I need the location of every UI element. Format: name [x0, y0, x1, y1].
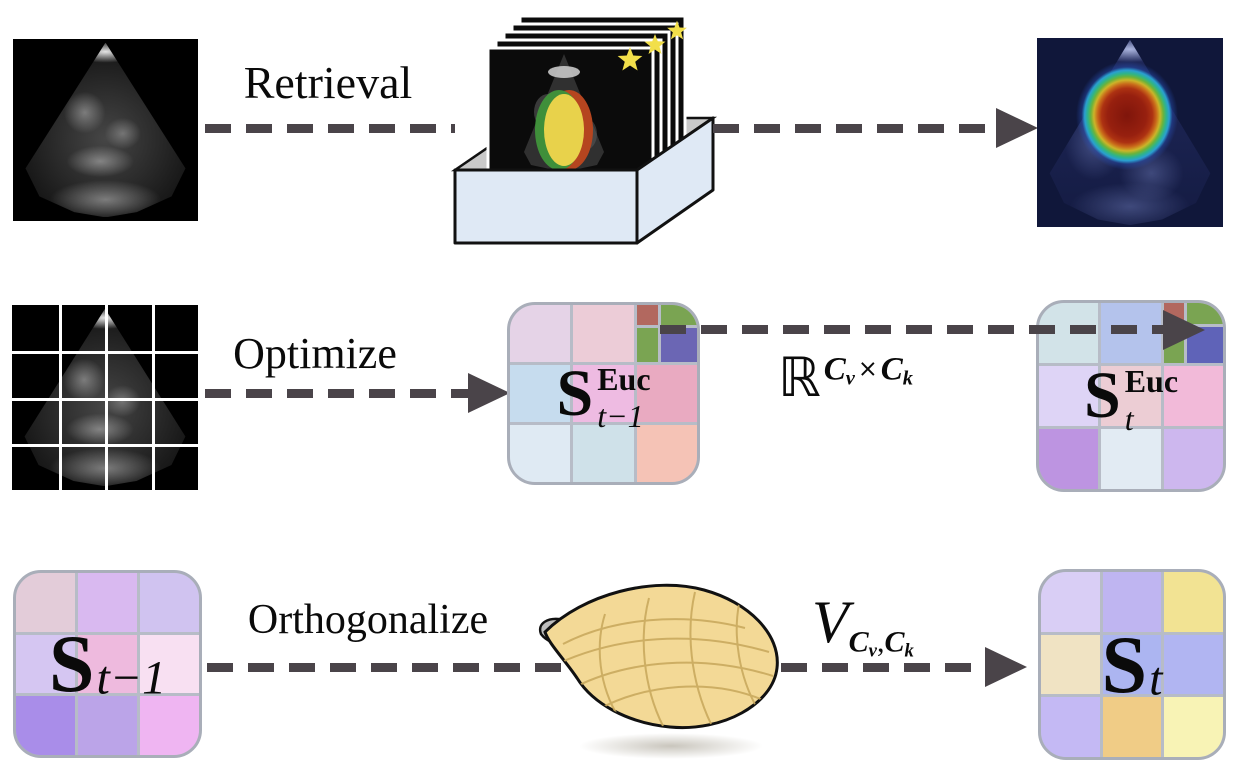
ultrasound-cone	[25, 42, 186, 218]
matrix-cell	[1164, 572, 1223, 632]
retrieved-heatmap-image	[1037, 38, 1223, 227]
retrieval-arrow-left-segment	[205, 124, 455, 133]
matrix-cell	[16, 573, 75, 632]
matrix-cell	[1041, 634, 1100, 695]
orthogonalize-label: Orthogonalize	[247, 597, 489, 643]
query-echocardiogram-image	[13, 39, 198, 221]
matrix-cell	[78, 573, 137, 632]
matrix-cell	[1164, 634, 1223, 695]
retrieval-arrowhead	[996, 108, 1038, 148]
matrix-cell	[1039, 366, 1099, 426]
grid-line	[12, 351, 198, 355]
box-right-face	[635, 116, 715, 245]
matrix-cell	[1163, 429, 1223, 489]
dim-c: C	[823, 351, 846, 388]
euclidean-space-annotation: ℝCv×Ck	[778, 346, 913, 409]
matrix-cell	[140, 573, 199, 632]
box-front-face	[453, 168, 639, 245]
matrix-cell	[140, 634, 199, 694]
matrix-cell	[78, 634, 137, 694]
matrix-cell	[573, 305, 634, 362]
matrix-cell	[1102, 634, 1162, 695]
real-numbers-symbol: ℝ	[778, 346, 821, 409]
optimize-arrowhead	[468, 373, 510, 413]
segmentation-yellow	[544, 94, 584, 166]
star-icons	[617, 20, 687, 71]
star-icon	[667, 20, 687, 40]
matrix-subcell	[660, 305, 697, 325]
matrix-cell	[510, 365, 571, 422]
matrix-cell	[636, 425, 697, 482]
dim-k: k	[904, 640, 914, 662]
manifold-top-surface	[543, 583, 779, 730]
matrix-cell	[1164, 697, 1223, 757]
matrix-cell	[1163, 366, 1223, 426]
optimize-arrow-segment	[205, 389, 468, 398]
optimize-label: Optimize	[233, 329, 397, 378]
matrix-grid	[13, 570, 202, 758]
matrix-cell	[510, 425, 571, 482]
retrieval-arrow-right-segment	[713, 124, 996, 133]
dim-c: C	[880, 351, 903, 388]
mapping-arrow-segment	[660, 325, 1163, 334]
mapping-arrowhead	[1163, 310, 1205, 350]
matrix-cell	[636, 365, 697, 422]
matrix-cell	[16, 634, 75, 694]
matrix-grid	[1038, 569, 1226, 760]
echocardiogram-patch-grid-image	[12, 305, 198, 490]
retrieval-label: Retrieval	[243, 57, 413, 108]
matrix-cell	[1102, 697, 1162, 757]
matrix-cell	[573, 425, 634, 482]
matrix-cell	[1041, 697, 1100, 757]
star-icon	[644, 33, 666, 54]
matrix-subcell	[636, 305, 658, 325]
stiefel-manifold-annotation: VCv,Ck	[812, 588, 914, 661]
matrix-cell	[1101, 429, 1161, 489]
matrix-cell	[78, 696, 137, 755]
echo-highlight	[548, 66, 580, 78]
dim-c: C	[884, 625, 905, 659]
matrix-subcell	[636, 327, 658, 362]
dim-v: v	[845, 367, 855, 390]
matrix-cell	[573, 365, 634, 422]
star-icon	[617, 47, 643, 71]
matrix-cell	[1041, 572, 1100, 632]
matrix-cell	[1039, 429, 1099, 489]
grid-line	[12, 443, 198, 447]
matrix-cell	[1102, 572, 1162, 632]
manifold-shadow	[579, 733, 763, 759]
matrix-cell	[1101, 366, 1161, 426]
dim-c: C	[848, 625, 869, 659]
comma: ,	[876, 625, 885, 659]
front-frame-ultrasound	[524, 54, 604, 172]
grid-line	[12, 397, 198, 401]
dim-k: k	[902, 367, 914, 390]
orthogonalize-arrowhead	[985, 647, 1027, 687]
retrieval-database-box	[450, 14, 718, 245]
times-symbol: ×	[857, 354, 878, 383]
matrix-cell	[16, 696, 75, 755]
manifold-grid-lines	[556, 591, 774, 727]
heatmap-hotspot	[1076, 60, 1179, 171]
dim-v: v	[868, 640, 877, 662]
stiefel-manifold-symbol: V	[812, 589, 849, 655]
matrix-cell	[510, 305, 571, 362]
stiefel-manifold-surface	[538, 583, 779, 759]
matrix-cell	[140, 696, 199, 755]
